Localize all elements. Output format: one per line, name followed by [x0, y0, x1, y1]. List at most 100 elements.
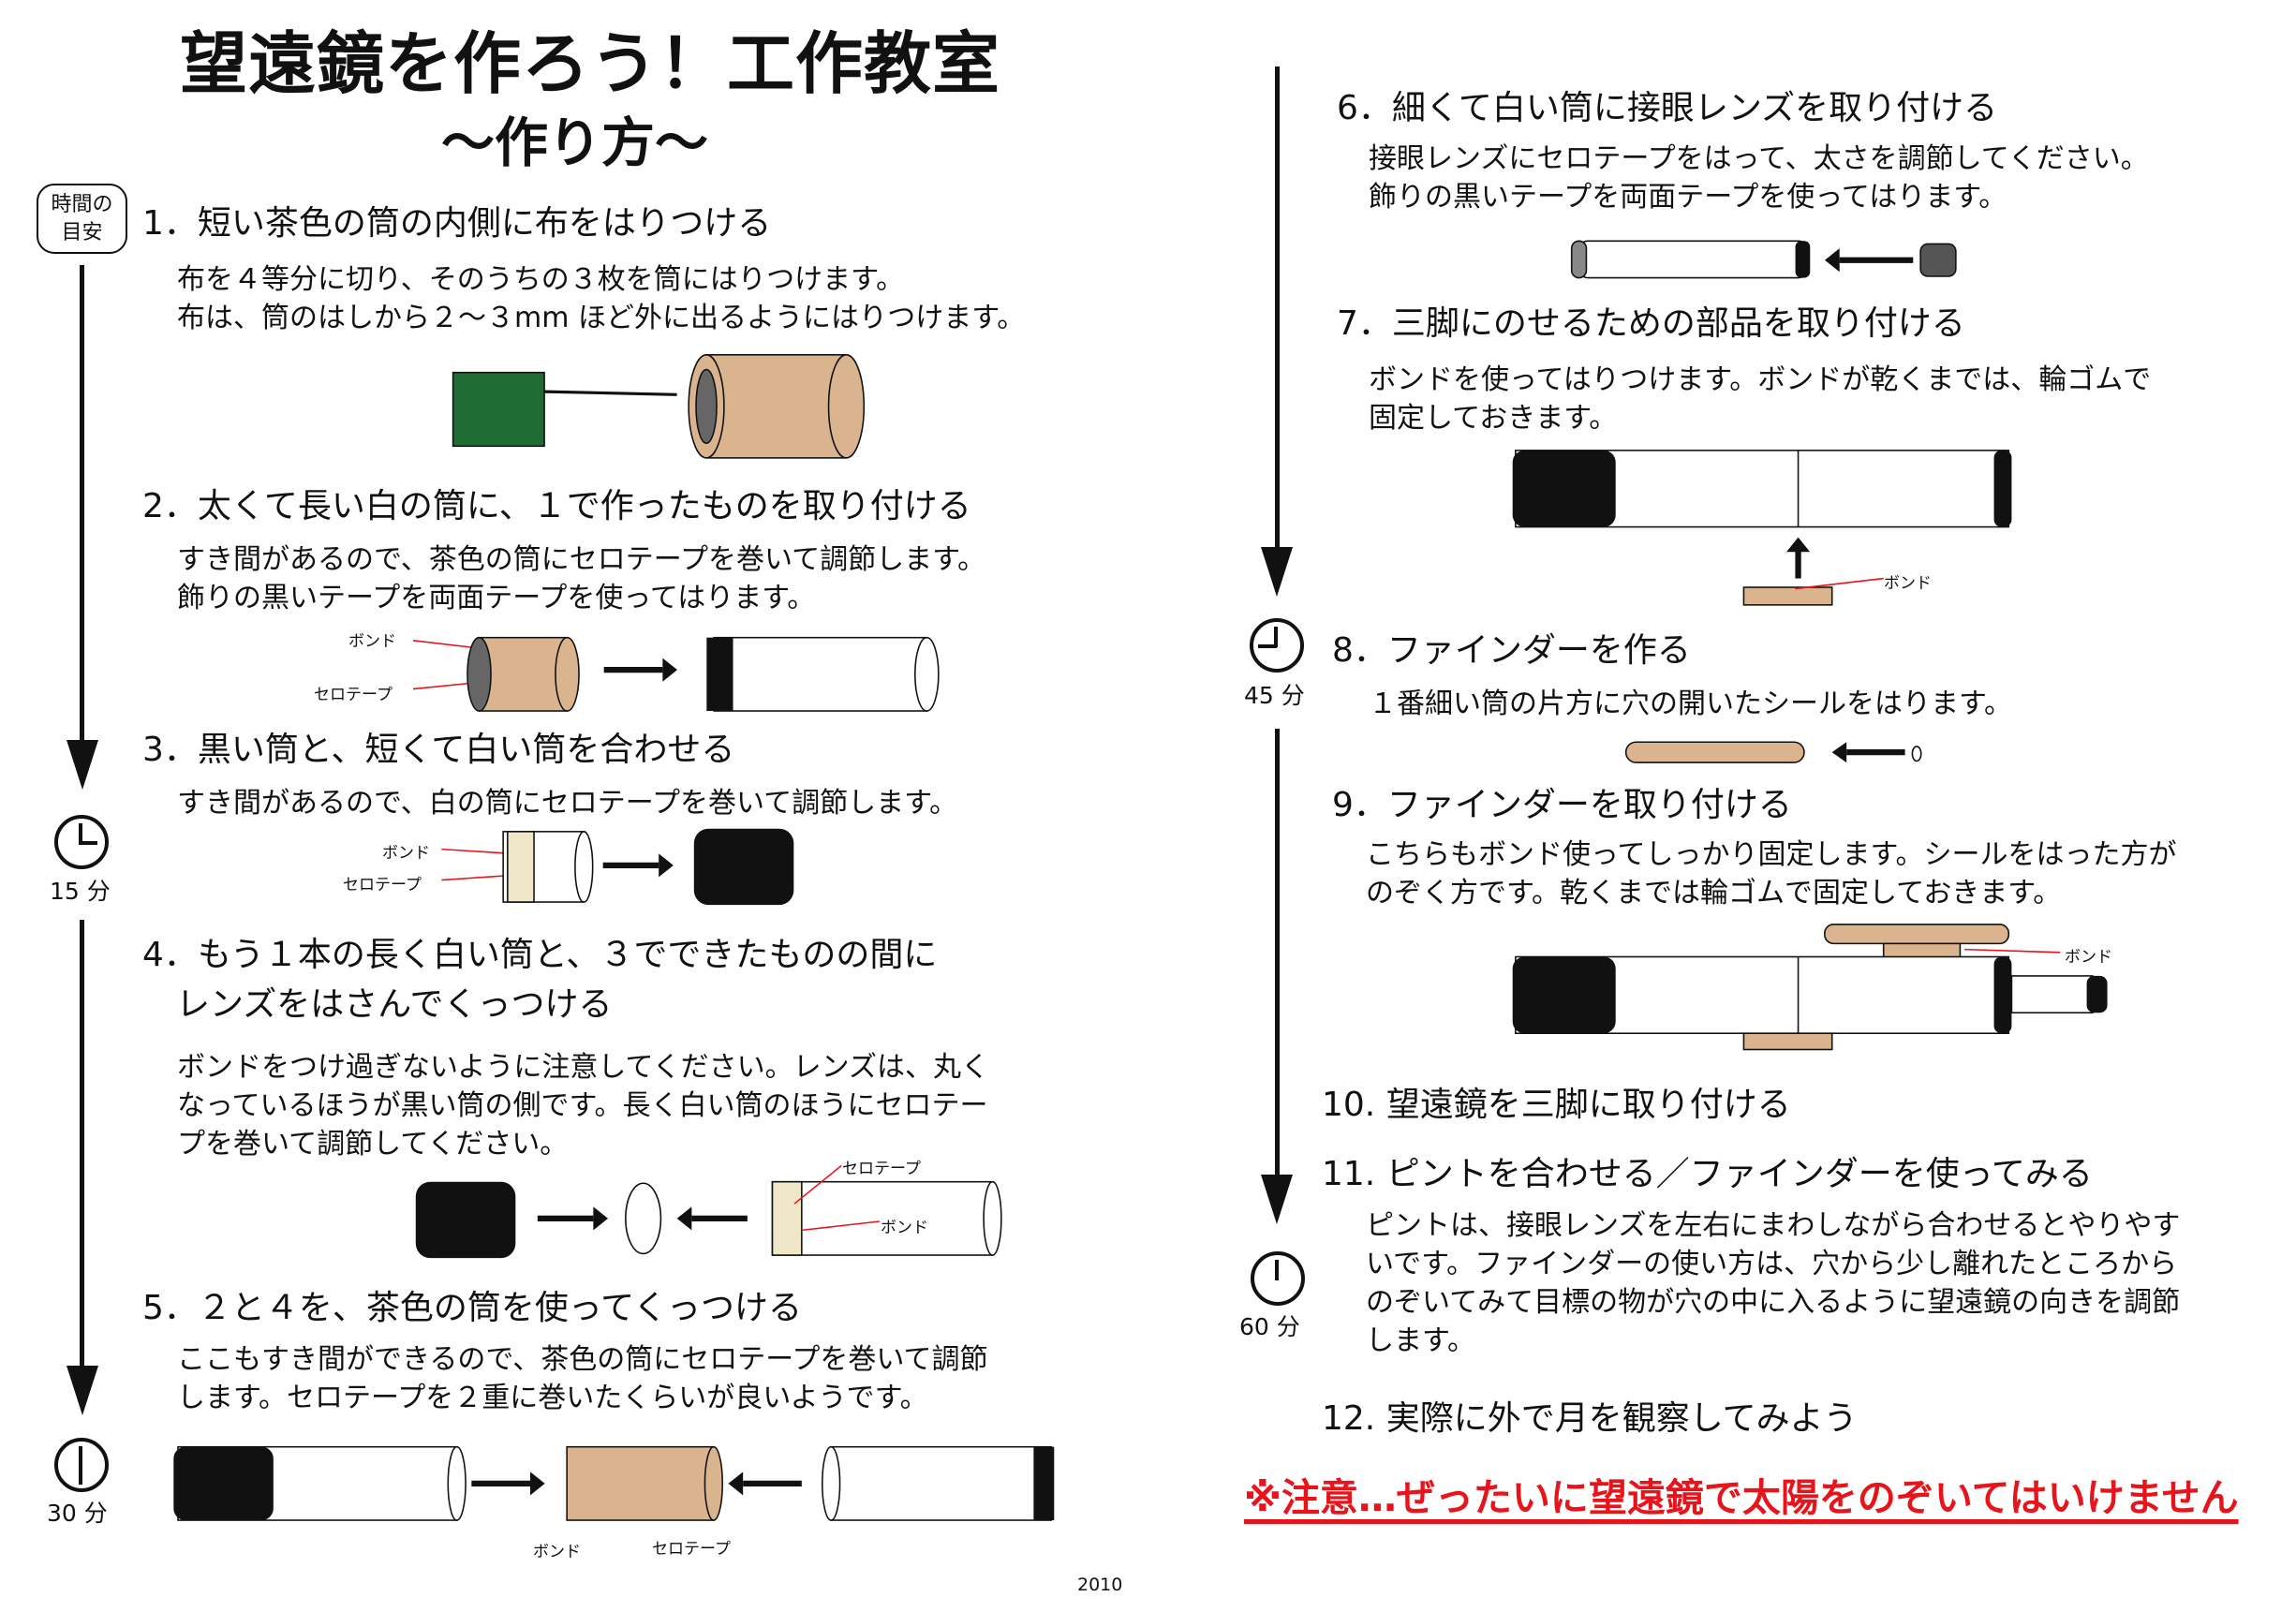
badge-line: 目安 [61, 221, 103, 244]
step-9-heading: 9．ファインダーを取り付ける [1332, 786, 1792, 824]
page-subtitle: ～作り方～ [441, 112, 708, 174]
bond-label: ボンド [2065, 948, 2112, 967]
step-3-body: すき間があるので、白の筒にセロテープを巻いて調節します。 [177, 784, 957, 822]
step-4-body: ボンドをつけ過ぎないように注意してください。レンズは、丸くなっているほうが黒い筒… [177, 1048, 989, 1163]
body-line: ここもすき間ができるので、茶色の筒にセロテープを巻いて調節 [177, 1343, 988, 1376]
clock-icon [54, 1438, 109, 1492]
finder-tube [1624, 741, 1805, 763]
timeline-line [80, 265, 84, 744]
body-line: 飾りの黒いテープを両面テープを使ってはります。 [177, 582, 816, 614]
arrow-up-icon [1786, 537, 1811, 553]
body-line: １番細い筒の片方に穴の開いたシールをはります。 [1369, 688, 2012, 720]
long-white-tube [771, 1180, 994, 1256]
brown-tube [566, 1445, 715, 1521]
thin-white-tube [1578, 240, 1808, 279]
step-1-heading: 1．短い茶色の筒の内側に布をはりつける [142, 204, 772, 243]
body-line: ピントは、接眼レンズを左右にまわしながら合わせるとやりやす [1366, 1209, 2181, 1242]
step-4-illustration [415, 1164, 1002, 1259]
tape-label: セロテープ [314, 686, 393, 704]
black-tube [693, 828, 794, 906]
tripod-mount-part [1742, 586, 1833, 606]
heading-line: レンズをはさんでくっつける [142, 985, 613, 1024]
cloth-piece [452, 371, 545, 448]
step-3-illustration [441, 828, 794, 906]
clock-icon [54, 815, 109, 869]
arrow-line [544, 390, 677, 396]
page-title: 望遠鏡を作ろう！工作教室 [180, 24, 1001, 103]
clock-icon [1251, 1251, 1305, 1306]
arrow-left-icon [676, 1206, 692, 1231]
step-12-heading: 12. 実際に外で月を観察してみよう [1322, 1399, 1858, 1438]
step-7-illustration [1512, 450, 2012, 606]
step-5-body: ここもすき間ができるので、茶色の筒にセロテープを巻いて調節します。セロテープを２… [177, 1340, 988, 1417]
arrow-down-icon [1261, 1175, 1293, 1224]
white-tube [713, 636, 928, 712]
step-2-body: すき間があるので、茶色の筒にセロテープを巻いて調節します。飾りの黒いテープを両面… [177, 540, 985, 617]
step-6-illustration [1570, 240, 1957, 279]
body-line: すき間があるので、白の筒にセロテープを巻いて調節します。 [177, 787, 958, 820]
arrow-down-icon [67, 1366, 98, 1415]
safety-warning: ※注意…ぜったいに望遠鏡で太陽をのぞいてはいけません [1244, 1475, 2239, 1520]
step-11-body: ピントは、接眼レンズを左右にまわしながら合わせるとやりやすいです。ファインダーの… [1366, 1206, 2180, 1360]
step-7-body: ボンドを使ってはりつけます。ボンドが乾くまでは、輪ゴムで固定しておきます。 [1369, 361, 2151, 437]
arrow-left-icon [728, 1471, 744, 1496]
step-8-illustration [1624, 741, 1922, 763]
step-8-body: １番細い筒の片方に穴の開いたシールをはります。 [1369, 685, 2012, 723]
timeline-line [1275, 729, 1280, 1177]
tape-label: セロテープ [652, 1540, 731, 1559]
black-tube [415, 1181, 516, 1259]
step-10-heading: 10. 望遠鏡を三脚に取り付ける [1322, 1086, 1791, 1124]
body-line: なっているほうが黒い筒の側です。長く白い筒のほうにセロテー [177, 1089, 988, 1122]
badge-line: 時間の [51, 193, 113, 216]
lens [625, 1182, 662, 1255]
heading-line: 4．もう１本の長く白い筒と、３でできたものの間に [142, 936, 938, 974]
white-tube [830, 1445, 1052, 1521]
tape-label: セロテープ [842, 1160, 921, 1178]
step-8-heading: 8．ファインダーを作る [1332, 631, 1691, 670]
bond-label: ボンド [382, 844, 430, 863]
body-line: します。 [1366, 1324, 1475, 1357]
body-line: のぞいてみて目標の物が穴の中に入るように望遠鏡の向きを調節 [1366, 1286, 2181, 1319]
body-line: すき間があるので、茶色の筒にセロテープを巻いて調節します。 [177, 543, 986, 576]
bond-label: ボンド [348, 632, 396, 651]
bond-label: ボンド [533, 1543, 581, 1561]
step-9-illustration [1512, 924, 2108, 1051]
time-guide-badge: 時間の目安 [37, 184, 127, 254]
arrow-right-icon [659, 853, 674, 878]
clock-icon [1250, 618, 1304, 673]
step-5-illustration [173, 1445, 1055, 1521]
step-2-heading: 2．太くて長い白の筒に、１で作ったものを取り付ける [142, 487, 971, 525]
body-line: 接眼レンズにセロテープをはって、太さを調節してください。 [1369, 142, 2149, 175]
step-9-body: こちらもボンド使ってしっかり固定します。シールをはった方がのぞく方です。乾くまで… [1366, 835, 2177, 912]
step-4-heading: 4．もう１本の長く白い筒と、３でできたものの間に レンズをはさんでくっつける [142, 930, 937, 1029]
step-1-illustration [452, 354, 866, 459]
step-1-body: 布を４等分に切り、そのうちの３枚を筒にはりつけます。布は、筒のはしから２～３mm… [177, 260, 1025, 337]
eyepiece-lens [1919, 243, 1957, 277]
sticker-with-hole [1911, 746, 1922, 762]
eyepiece-tube [2010, 975, 2094, 1013]
bond-label: ボンド [1884, 574, 1932, 593]
time-label: 15 分 [50, 878, 111, 905]
arrow-down-icon [1261, 547, 1293, 597]
step-5-heading: 5．２と４を、茶色の筒を使ってくっつける [142, 1289, 803, 1327]
body-line: 固定しておきます。 [1369, 402, 1618, 435]
year-footer: 2010 [1077, 1575, 1123, 1595]
body-line: こちらもボンド使ってしっかり固定します。シールをはった方が [1366, 838, 2177, 871]
time-label: 60 分 [1239, 1313, 1300, 1340]
body-line: いです。ファインダーの使い方は、穴から少し離れたところから [1366, 1248, 2178, 1280]
body-line: 飾りの黒いテープを両面テープを使ってはります。 [1369, 181, 2007, 214]
body-line: ボンドをつけ過ぎないように注意してください。レンズは、丸く [177, 1051, 989, 1084]
finder-tube [1824, 924, 2010, 945]
brown-tube [705, 354, 848, 459]
arrow-left-icon [1831, 742, 1847, 763]
body-line: ボンドを使ってはりつけます。ボンドが乾くまでは、輪ゴムで [1369, 363, 2152, 396]
arrow-down-icon [67, 740, 98, 790]
step-6-body: 接眼レンズにセロテープをはって、太さを調節してください。飾りの黒いテープを両面テ… [1369, 140, 2149, 216]
body-line: 布を４等分に切り、そのうちの３枚を筒にはりつけます。 [177, 263, 905, 296]
arrow-right-icon [593, 1206, 609, 1231]
bond-label: ボンド [881, 1219, 928, 1237]
timeline-line [80, 920, 84, 1368]
body-line: のぞく方です。乾くまでは輪ゴムで固定しておきます。 [1366, 877, 2062, 909]
body-line: プを巻いて調節してください。 [177, 1128, 569, 1161]
